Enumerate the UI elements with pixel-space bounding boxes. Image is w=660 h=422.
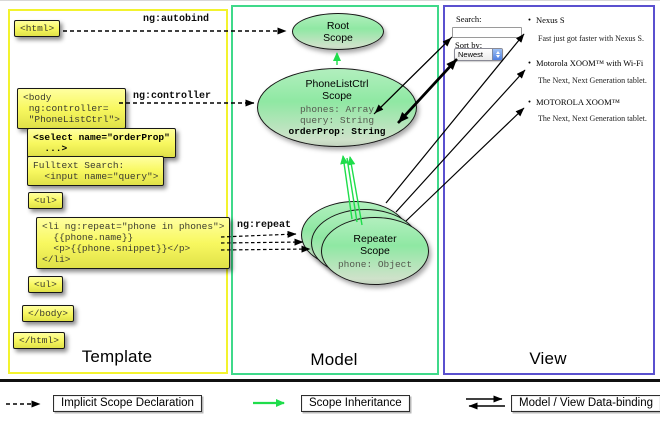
code-box-ul-open: <ul> bbox=[28, 192, 63, 209]
search-input[interactable] bbox=[452, 27, 522, 38]
list-item-desc: The Next, Next Generation tablet. bbox=[538, 114, 647, 123]
code-box-html-close: </html> bbox=[13, 332, 65, 349]
sort-select-value: Newest bbox=[458, 50, 484, 59]
legend-scope-inheritance: Scope Inheritance bbox=[301, 395, 410, 412]
view-column-label: View bbox=[529, 349, 567, 368]
bullet-icon: • bbox=[528, 96, 531, 107]
phonelistctrl-scope-title: PhoneListCtrl Scope bbox=[305, 78, 369, 102]
legend-separator bbox=[0, 379, 660, 382]
code-box-body-open: <body ng:controller= "PhoneListCtrl"> bbox=[17, 88, 126, 129]
model-column bbox=[231, 5, 439, 375]
code-box-body-close: </body> bbox=[22, 305, 74, 322]
select-stepper-icon bbox=[492, 49, 502, 60]
legend-implicit-scope: Implicit Scope Declaration bbox=[53, 395, 202, 412]
code-box-ul-close: <ul> bbox=[28, 276, 63, 293]
root-scope-title: Root Scope bbox=[323, 19, 353, 44]
code-box-fulltext-search: Fulltext Search: <input name="query"> bbox=[27, 156, 165, 186]
list-item-desc: The Next, Next Generation tablet. bbox=[538, 76, 647, 85]
repeater-scope-prop: phone: Object bbox=[337, 258, 413, 270]
model-column-label: Model bbox=[310, 350, 358, 369]
list-item-title: •Nexus S bbox=[528, 14, 565, 26]
root-scope-ellipse: Root Scope bbox=[292, 13, 384, 50]
phonelistctrl-scope-props: phones: Array query: String bbox=[299, 104, 375, 126]
ng-repeat-label: ng:repeat bbox=[237, 220, 292, 231]
ng-autobind-label: ng:autobind bbox=[143, 14, 210, 25]
repeater-scope-title: Repeater Scope bbox=[353, 232, 397, 257]
legend-binding-arrows bbox=[466, 395, 505, 410]
legend-data-binding: Model / View Data-binding bbox=[511, 395, 660, 412]
code-box-html-open: <html> bbox=[14, 20, 61, 37]
phonelistctrl-scope-ellipse: PhoneListCtrl Scope phones: Array query:… bbox=[257, 68, 417, 147]
search-label: Search: bbox=[456, 14, 482, 24]
template-column-label: Template bbox=[81, 347, 153, 366]
list-item-desc: Fast just got faster with Nexus S. bbox=[538, 34, 644, 43]
list-item-title: •MOTOROLA XOOM™ bbox=[528, 96, 620, 108]
code-box-li-repeat: <li ng:repeat="phone in phones"> {{phone… bbox=[36, 217, 231, 269]
phonelistctrl-scope-orderprop: orderProp: String bbox=[288, 126, 386, 137]
bullet-icon: • bbox=[528, 14, 531, 25]
ng-controller-label: ng:controller bbox=[133, 91, 212, 102]
code-box-select: <select name="orderProp" ...> bbox=[27, 128, 176, 158]
repeater-scope-ellipse-front: Repeater Scope phone: Object bbox=[321, 217, 429, 285]
bullet-icon: • bbox=[528, 57, 531, 68]
list-item-title: •Motorola XOOM™ with Wi-Fi bbox=[528, 57, 644, 69]
sort-select[interactable]: Newest bbox=[454, 48, 503, 61]
